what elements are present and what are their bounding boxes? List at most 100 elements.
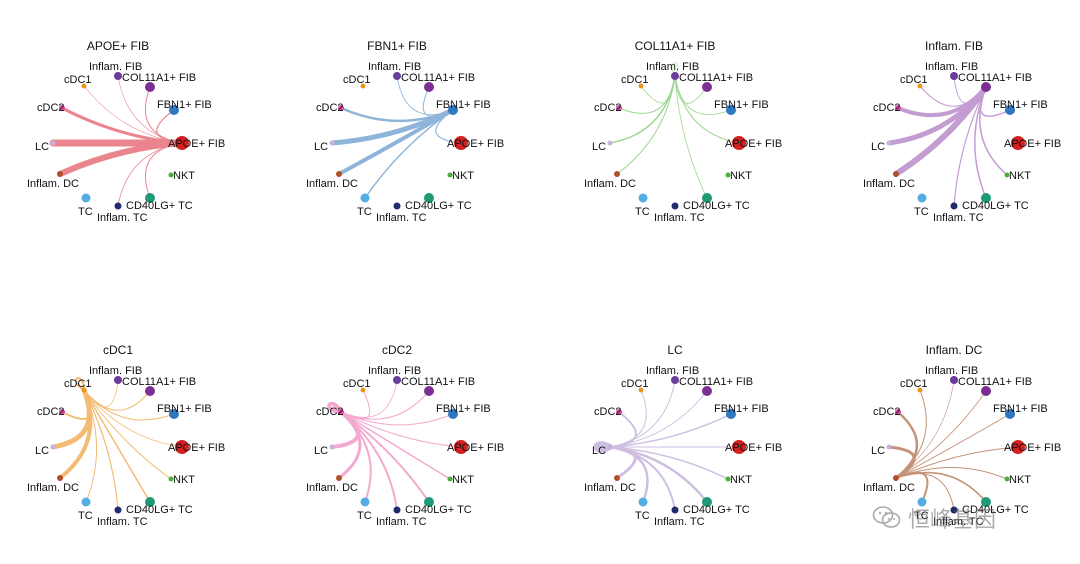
- edge-inflam-tc: [953, 86, 987, 207]
- panel-title: LC: [667, 343, 683, 357]
- edge-lc: [609, 75, 676, 144]
- node-label-inflam-tc: Inflam. TC: [376, 516, 427, 528]
- node-nkt: [1004, 172, 1010, 178]
- node-label-fbn1-fib: FBN1+ FIB: [993, 99, 1048, 111]
- node-cdc2: [616, 105, 622, 111]
- node-lc: [886, 444, 892, 450]
- node-label-nkt: NKT: [452, 474, 474, 486]
- node-lc: [607, 444, 613, 450]
- node-cd40lg-tc: [981, 497, 991, 507]
- edge-fbn1-fib: [83, 389, 175, 421]
- node-label-inflam-tc: Inflam. TC: [933, 516, 984, 528]
- edge-lc: [593, 441, 613, 453]
- node-label-cdc2: cDC2: [873, 406, 901, 418]
- node-label-inflam-fib: Inflam. FIB: [89, 365, 142, 377]
- node-label-fbn1-fib: FBN1+ FIB: [714, 99, 769, 111]
- node-apoe-fib: [175, 440, 189, 454]
- node-label-cd40lg-tc: CD40LG+ TC: [405, 200, 472, 212]
- node-label-cd40lg-tc: CD40LG+ TC: [683, 200, 750, 212]
- node-inflam-tc: [393, 202, 401, 210]
- node-label-nkt: NKT: [730, 170, 752, 182]
- node-label-apoe-fib: APOE+ FIB: [447, 442, 504, 454]
- edge-col11a1-fib: [671, 62, 679, 77]
- edge-group: [886, 75, 1011, 207]
- node-label-col11a1-fib: COL11A1+ FIB: [679, 376, 753, 388]
- node-label-nkt: NKT: [173, 170, 195, 182]
- edge-cd40lg-tc: [974, 86, 987, 199]
- node-label-cd40lg-tc: CD40LG+ TC: [962, 504, 1029, 516]
- node-apoe-fib: [175, 136, 189, 150]
- node-inflam-dc: [614, 171, 620, 177]
- node-label-cd40lg-tc: CD40LG+ TC: [962, 200, 1029, 212]
- edge-apoe-fib: [83, 389, 183, 448]
- edge-inflam-tc: [895, 473, 955, 511]
- edge-inflam-fib: [144, 86, 183, 144]
- node-inflam-fib: [702, 386, 712, 396]
- node-lc: [329, 140, 335, 146]
- edge-group: [50, 377, 183, 511]
- node-label-tc: TC: [357, 206, 372, 218]
- edge-inflam-tc: [83, 389, 119, 511]
- node-label-inflam-tc: Inflam. TC: [933, 212, 984, 224]
- edge-cdc1: [609, 389, 647, 448]
- node-label-fbn1-fib: FBN1+ FIB: [157, 99, 212, 111]
- node-label-tc: TC: [635, 510, 650, 522]
- node-inflam-fib: [145, 82, 155, 92]
- node-cdc2: [59, 409, 65, 415]
- edge-inflam-dc: [893, 84, 989, 177]
- node-label-col11a1-fib: COL11A1+ FIB: [958, 376, 1032, 388]
- panel-title: FBN1+ FIB: [367, 39, 427, 53]
- edge-fbn1-fib: [340, 411, 454, 426]
- node-label-cdc1: cDC1: [64, 378, 92, 390]
- node-label-lc: LC: [871, 445, 885, 457]
- node-label-inflam-fib: Inflam. FIB: [368, 365, 421, 377]
- edge-cdc2: [327, 401, 343, 414]
- node-col11a1-fib: [393, 72, 401, 80]
- edge-inflam-tc: [117, 142, 183, 207]
- node-label-lc: LC: [592, 141, 606, 153]
- node-tc: [81, 497, 91, 507]
- node-cdc2: [338, 105, 344, 111]
- node-inflam-fib: [702, 82, 712, 92]
- node-label-lc: LC: [592, 445, 606, 457]
- node-label-fbn1-fib: FBN1+ FIB: [157, 403, 212, 415]
- panel-title: APOE+ FIB: [87, 39, 149, 53]
- node-label-nkt: NKT: [1009, 170, 1031, 182]
- node-label-inflam-fib: Inflam. FIB: [646, 365, 699, 377]
- node-nkt: [725, 172, 731, 178]
- edge-cd40lg-tc: [83, 389, 151, 503]
- edge-cd40lg-tc: [674, 75, 708, 199]
- node-label-fbn1-fib: FBN1+ FIB: [436, 403, 491, 415]
- node-lc: [886, 140, 892, 146]
- edge-col11a1-fib: [895, 379, 955, 479]
- node-inflam-tc: [671, 506, 679, 514]
- node-cd40lg-tc: [145, 497, 155, 507]
- node-label-inflam-dc: Inflam. DC: [306, 178, 358, 190]
- node-cdc1: [638, 83, 644, 89]
- edge-group: [49, 75, 186, 207]
- node-fbn1-fib: [448, 409, 458, 419]
- node-label-inflam-fib: Inflam. FIB: [368, 61, 421, 73]
- panel-title: cDC1: [103, 343, 133, 357]
- node-col11a1-fib: [950, 376, 958, 384]
- edge-tc: [83, 389, 98, 503]
- edge-group: [887, 379, 1019, 511]
- node-label-cdc1: cDC1: [64, 74, 92, 86]
- node-inflam-tc: [950, 506, 958, 514]
- node-inflam-fib: [424, 386, 434, 396]
- node-label-col11a1-fib: COL11A1+ FIB: [122, 72, 196, 84]
- node-label-lc: LC: [871, 141, 885, 153]
- node-inflam-dc: [893, 475, 899, 481]
- node-col11a1-fib: [950, 72, 958, 80]
- node-tc: [638, 193, 648, 203]
- edge-fbn1-fib: [609, 413, 732, 448]
- node-label-lc: LC: [35, 141, 49, 153]
- node-label-tc: TC: [914, 206, 929, 218]
- panel-title: Inflam. DC: [926, 343, 983, 357]
- node-cdc2: [338, 409, 344, 415]
- node-inflam-tc: [671, 202, 679, 210]
- panel-title: COL11A1+ FIB: [635, 39, 716, 53]
- node-inflam-tc: [114, 202, 122, 210]
